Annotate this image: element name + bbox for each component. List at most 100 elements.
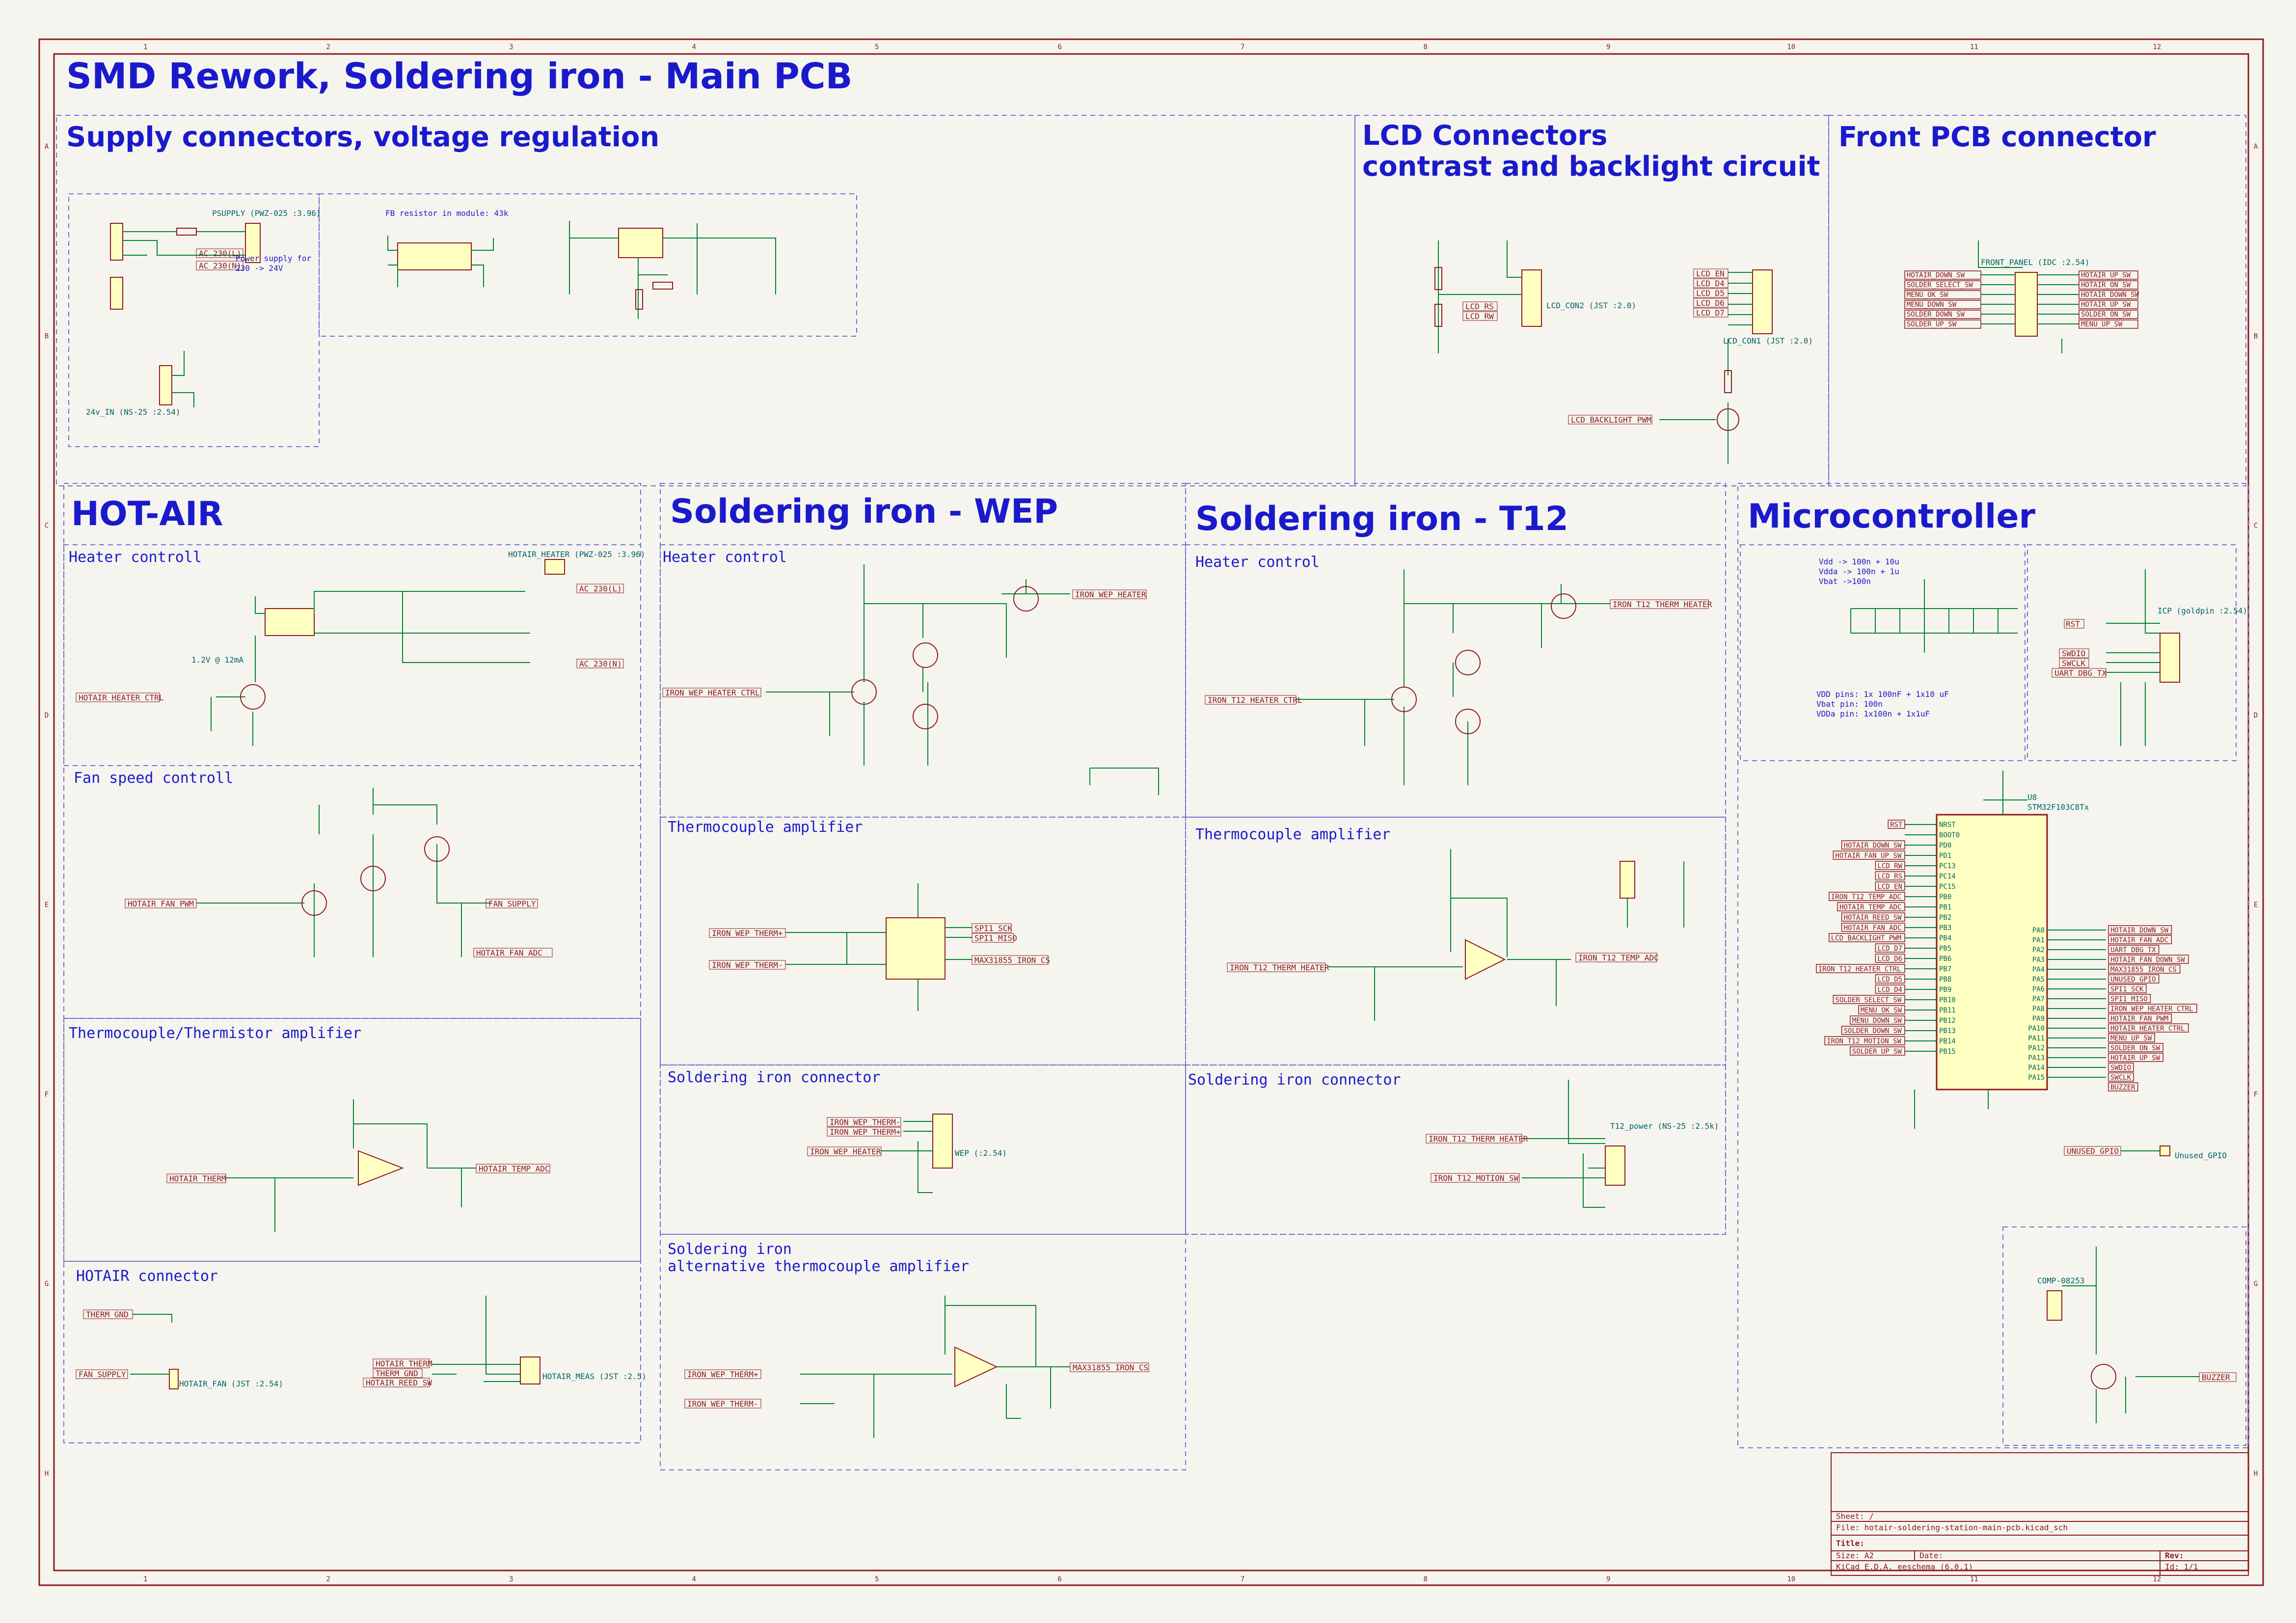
mcu-pins: NRSTRSTBOOT0PD0HOTAIR_DOWN_SWPD1HOTAIR_F…	[1816, 820, 2197, 1091]
net-ac230l-supply: AC_230(L)	[199, 249, 242, 258]
mcu-pin-right: PA9	[2032, 1015, 2045, 1023]
unused-gpio-conn: Unused_GPIO	[2175, 1151, 2227, 1160]
subtitle-wep-conn: Soldering iron connector	[668, 1069, 880, 1086]
t12-power-label: T12_power (NS-25 :2.5k)	[1610, 1121, 1719, 1131]
grid-col-label: 2	[326, 43, 330, 51]
section-boxes	[56, 115, 2249, 1470]
grid-row-label: D	[2254, 712, 2258, 719]
subtitle-ha-fan: Fan speed controll	[74, 770, 233, 787]
lcd-circuit	[1434, 240, 1773, 464]
psupply-label: PSUPPLY (PWZ-025 :3.96)	[212, 209, 321, 218]
mcu-net-left: SOLDER_SELECT_SW	[1835, 996, 1901, 1004]
mcu-pin-left: PB7	[1939, 965, 1951, 973]
net-hotair-reed-sw: HOTAIR_REED_SW	[366, 1378, 432, 1387]
mcu-pin-left: PB4	[1939, 934, 1951, 942]
mcu-net-right: SOLDER_ON_SW	[2110, 1044, 2161, 1052]
mcu-net-right: HOTAIR_FAN_DOWN_SW	[2110, 956, 2185, 964]
mcu-pin-left: PB3	[1939, 924, 1951, 932]
net-max-cs: MAX31855_IRON_CS	[974, 956, 1050, 965]
icp-label: ICP (goldpin :2.54)	[2158, 606, 2247, 615]
title-block-text: Sheet: / File: hotair-soldering-station-…	[1836, 1512, 2198, 1571]
wep-alt-labels: IRON_WEP_THERM+ IRON_WEP_THERM- MAX31855…	[684, 1362, 1149, 1409]
net-lcd-d5: LCD_D5	[1696, 289, 1725, 298]
subtitle-wep-heater: Heater control	[663, 549, 787, 566]
grid-row-label: G	[45, 1280, 49, 1288]
mcu-pin-right: PA4	[2032, 966, 2045, 974]
mcu-pin-right: PA12	[2028, 1044, 2045, 1052]
mcu-pin-right: PA8	[2032, 1005, 2045, 1013]
mcu-net-right: UART_DBG_TX	[2110, 946, 2156, 954]
grid-row-label: H	[45, 1470, 49, 1478]
grid-row-label: H	[2254, 1470, 2258, 1478]
buzzer-part: COMP-08253	[2037, 1276, 2084, 1285]
grid-col-label: 3	[509, 43, 513, 51]
net-t12-heater-ctrl: IRON_T12_HEATER_CTRL	[1208, 695, 1302, 705]
buzzer-labels: BUZZER COMP-08253	[2037, 1276, 2237, 1382]
net-swdio: SWDIO	[2062, 649, 2085, 658]
mcu-net-right: IRON_WEP_HEATER_CTRL	[2110, 1005, 2193, 1013]
front-label-right: MENU_UP_SW	[2081, 320, 2123, 328]
section-title-mcu: Microcontroller	[1748, 497, 2035, 536]
hotair-fan-labels: HOTAIR_FAN_PWM FAN_SUPPLY HOTAIR_FAN_ADC	[125, 899, 553, 958]
mcu-net-left: LCD_D7	[1877, 945, 1902, 953]
mcu-pin-left: PB14	[1939, 1038, 1956, 1045]
grid-col-label: 6	[1058, 43, 1062, 51]
vdd-pins-note-3: VDDa pin: 1x100n + 1x1uF	[1816, 709, 1930, 718]
sheet-title: SMD Rework, Soldering iron - Main PCB	[66, 55, 852, 97]
grid-col-label: 1	[143, 43, 147, 51]
net-fan-supply: FAN_SUPPLY	[488, 899, 536, 908]
grid-row-label: D	[45, 712, 49, 719]
mcu-net-left: HOTAIR_FAN_UP_SW	[1835, 852, 1901, 860]
mcu-net-left: MENU_OK_SW	[1861, 1007, 1902, 1014]
mcu-pin-left: PB1	[1939, 904, 1951, 911]
mcu-pin-right: PA0	[2032, 927, 2045, 934]
mcu-net-left: RST	[1890, 821, 1903, 829]
mcu-net-left: LCD_BACKLIGHT_PWM	[1831, 934, 1901, 942]
wep-conn-label: WEP (:2.54)	[955, 1148, 1007, 1158]
mcu-pin-right: PA14	[2028, 1064, 2045, 1072]
net-hotair-therm: HOTAIR_THERM	[169, 1174, 226, 1183]
subtitle-ha-amp: Thermocouple/Thermistor amplifier	[69, 1025, 361, 1042]
front-label-left: SOLDER_SELECT_SW	[1907, 281, 1973, 289]
net-t12-temp-adc: IRON_T12_TEMP_ADC	[1578, 953, 1659, 962]
mcu-net-right: HOTAIR_UP_SW	[2110, 1054, 2161, 1062]
front-label-right: HOTAIR_UP_SW	[2081, 271, 2131, 279]
title-block	[1831, 1452, 2249, 1576]
subtitle-t12-amp: Thermocouple amplifier	[1195, 826, 1390, 843]
title-block-title-label: Title:	[1836, 1539, 1864, 1548]
front-label-left: MENU_OK_SW	[1907, 291, 1948, 299]
net-max-cs-alt: MAX31855_IRON_CS	[1073, 1363, 1148, 1372]
section-title-lcd-2: contrast and backlight circuit	[1362, 151, 1820, 183]
section-title-t12: Soldering iron - T12	[1195, 500, 1568, 538]
grid-row-label: G	[2254, 1280, 2258, 1288]
icp-labels: RST SWDIO SWCLK UART_DBG_TX ICP (goldpin…	[2052, 606, 2247, 678]
grid-col-label: 8	[1424, 1575, 1428, 1583]
mcu-net-left: SOLDER_UP_SW	[1852, 1048, 1902, 1056]
subtitle-t12-heater: Heater control	[1195, 554, 1320, 571]
mcu-net-right: SPI1_MISO	[2110, 995, 2148, 1003]
net-unused-gpio: UNUSED_GPIO	[2067, 1146, 2119, 1156]
supply-circuit	[110, 221, 776, 407]
mcu-pin-left: PB12	[1939, 1017, 1956, 1025]
front-left-labels: HOTAIR_DOWN_SWSOLDER_SELECT_SWMENU_OK_SW…	[1904, 270, 2015, 329]
wep-conn-circuit	[881, 1114, 953, 1193]
net-lcd-d4: LCD_D4	[1696, 279, 1725, 288]
net-hotair-fan-adc: HOTAIR_FAN_ADC	[476, 948, 542, 958]
mcu-pin-left: PB15	[1939, 1048, 1956, 1056]
net-spi1-sck: SPI1_SCK	[974, 924, 1012, 933]
section-title-supply: Supply connectors, voltage regulation	[66, 121, 659, 153]
front-label-right: HOTAIR_DOWN_SW	[2081, 291, 2139, 299]
unused-gpio: UNUSED_GPIO Unused_GPIO	[2064, 1145, 2227, 1160]
mcu-net-left: HOTAIR_FAN_ADC	[1844, 924, 1902, 932]
mcu-pin-right: PA6	[2032, 985, 2045, 993]
mcu-pin-right: PA13	[2028, 1054, 2045, 1062]
grid-col-label: 10	[1787, 43, 1795, 51]
mcu-pin-left: PB5	[1939, 945, 1951, 953]
mcu-net-right: BUZZER	[2110, 1084, 2135, 1091]
wep-heater-labels: IRON_WEP_HEATER_CTRL IRON_WEP_HEATER	[662, 589, 1147, 697]
front-panel-label: FRONT_PANEL (IDC :2.54)	[1981, 258, 2090, 267]
grid-col-label: 4	[692, 43, 696, 51]
front-connector: FRONT_PANEL (IDC :2.54) HOTAIR_DOWN_SW SO…	[1904, 240, 2139, 353]
